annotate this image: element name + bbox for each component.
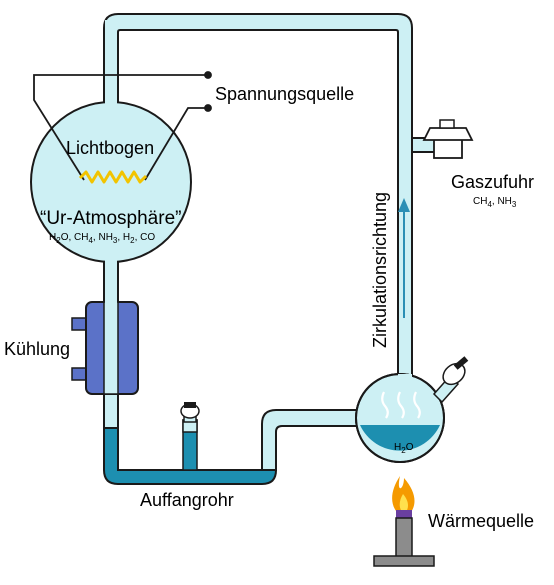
label-cooling: Kühlung: [4, 339, 70, 359]
label-gas-formula: CH4, NH3: [473, 196, 517, 209]
boiling-flask: [355, 356, 469, 463]
electrode-wires: [33, 71, 212, 181]
cooling-jacket: [71, 301, 139, 395]
reaction-sphere: [30, 20, 192, 308]
circulation-arrow: [398, 198, 410, 318]
label-water: H2O: [394, 442, 414, 455]
label-voltage-source: Spannungsquelle: [215, 84, 354, 104]
gas-valve-icon: [422, 119, 474, 159]
burner-icon: [373, 476, 435, 567]
label-arc: Lichtbogen: [66, 138, 154, 158]
label-collection-tube: Auffangrohr: [140, 490, 234, 510]
label-gas-supply: Gaszufuhr: [451, 172, 534, 192]
spark-icon: [78, 170, 148, 184]
label-atmosphere: “Ur-Atmosphäre”: [40, 208, 181, 229]
label-atmosphere-formula: H2O, CH4, NH3, H2, CO: [49, 232, 155, 245]
label-circulation: Zirkulationsrichtung: [370, 192, 390, 348]
collection-trap: [103, 402, 371, 485]
label-heat-source: Wärmequelle: [428, 511, 534, 531]
